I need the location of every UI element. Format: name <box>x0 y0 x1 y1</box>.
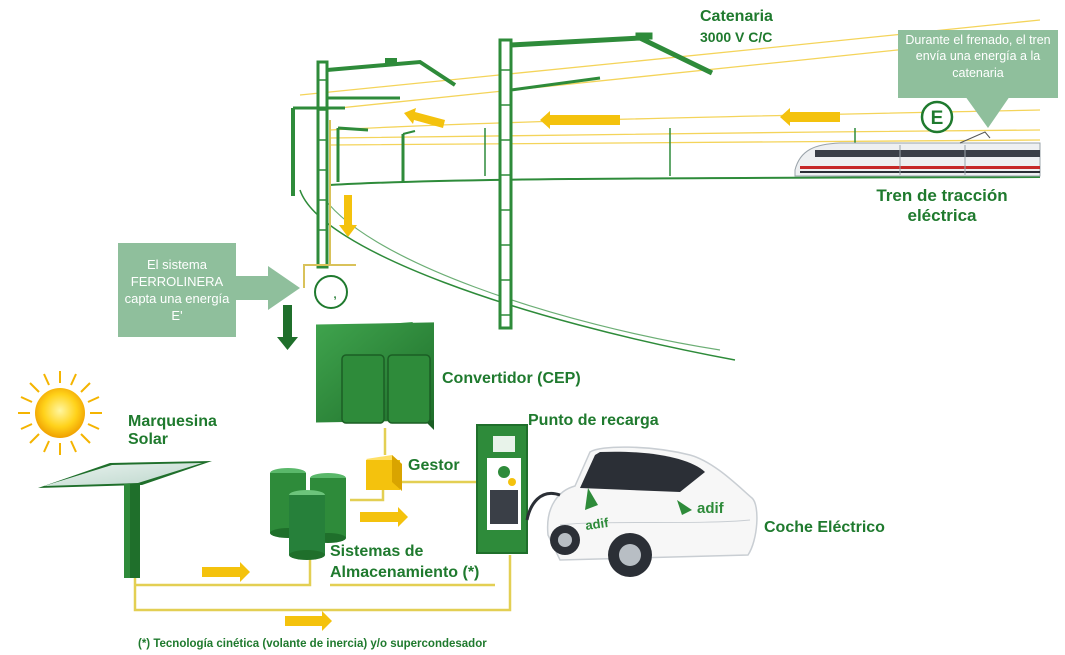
energy-symbol-train: E <box>920 100 954 134</box>
svg-text:adif: adif <box>584 515 610 533</box>
svg-text:adif: adif <box>697 500 725 517</box>
connection-lines <box>133 428 512 612</box>
manager-box-icon <box>366 455 402 491</box>
catenaria-voltage: 3000 V C/C <box>700 29 773 45</box>
solar-label: Marquesina Solar <box>128 413 217 449</box>
converter-label: Convertidor (CEP) <box>442 370 581 387</box>
energy-flow-arrow-down <box>339 195 357 237</box>
sun-icon <box>18 371 102 455</box>
note-frenado: Durante el frenado, el tren envía una en… <box>898 30 1058 98</box>
catenaria-title: Catenaria <box>700 8 773 25</box>
energy-flow-arrow-green <box>277 305 298 350</box>
storage-label-line1: Sistemas de <box>330 543 424 560</box>
storage-label-line2: Almacenamiento (*) <box>330 564 480 581</box>
catenary-mast-icon <box>291 32 856 330</box>
pickup-line <box>303 120 356 288</box>
battery-icon <box>270 468 346 560</box>
energy-flow-arrows-catenary <box>404 108 840 129</box>
note-ferrolinera: El sistema FERROLINERA capta una energía… <box>118 243 236 337</box>
converter-icon <box>316 322 434 430</box>
train-label: Tren de tracción eléctrica <box>876 186 1008 225</box>
electric-car-icon: adif adif <box>525 446 758 577</box>
note-arrow-ferrolinera <box>236 266 300 310</box>
charger-icon <box>476 424 528 554</box>
car-label: Coche Eléctrico <box>764 519 885 536</box>
energy-flow-arrows-right <box>202 507 408 631</box>
manager-label: Gestor <box>408 457 460 474</box>
svg-text:E: E <box>931 108 944 129</box>
charger-label: Punto de recarga <box>528 412 659 429</box>
svg-text:,: , <box>333 289 336 301</box>
note-arrow-frenado <box>965 96 1010 128</box>
train-icon <box>794 131 1041 177</box>
solar-panel-icon <box>38 461 212 578</box>
footnote: (*) Tecnología cinética (volante de iner… <box>138 638 487 650</box>
energy-symbol-ferrolinera: , <box>314 275 348 309</box>
